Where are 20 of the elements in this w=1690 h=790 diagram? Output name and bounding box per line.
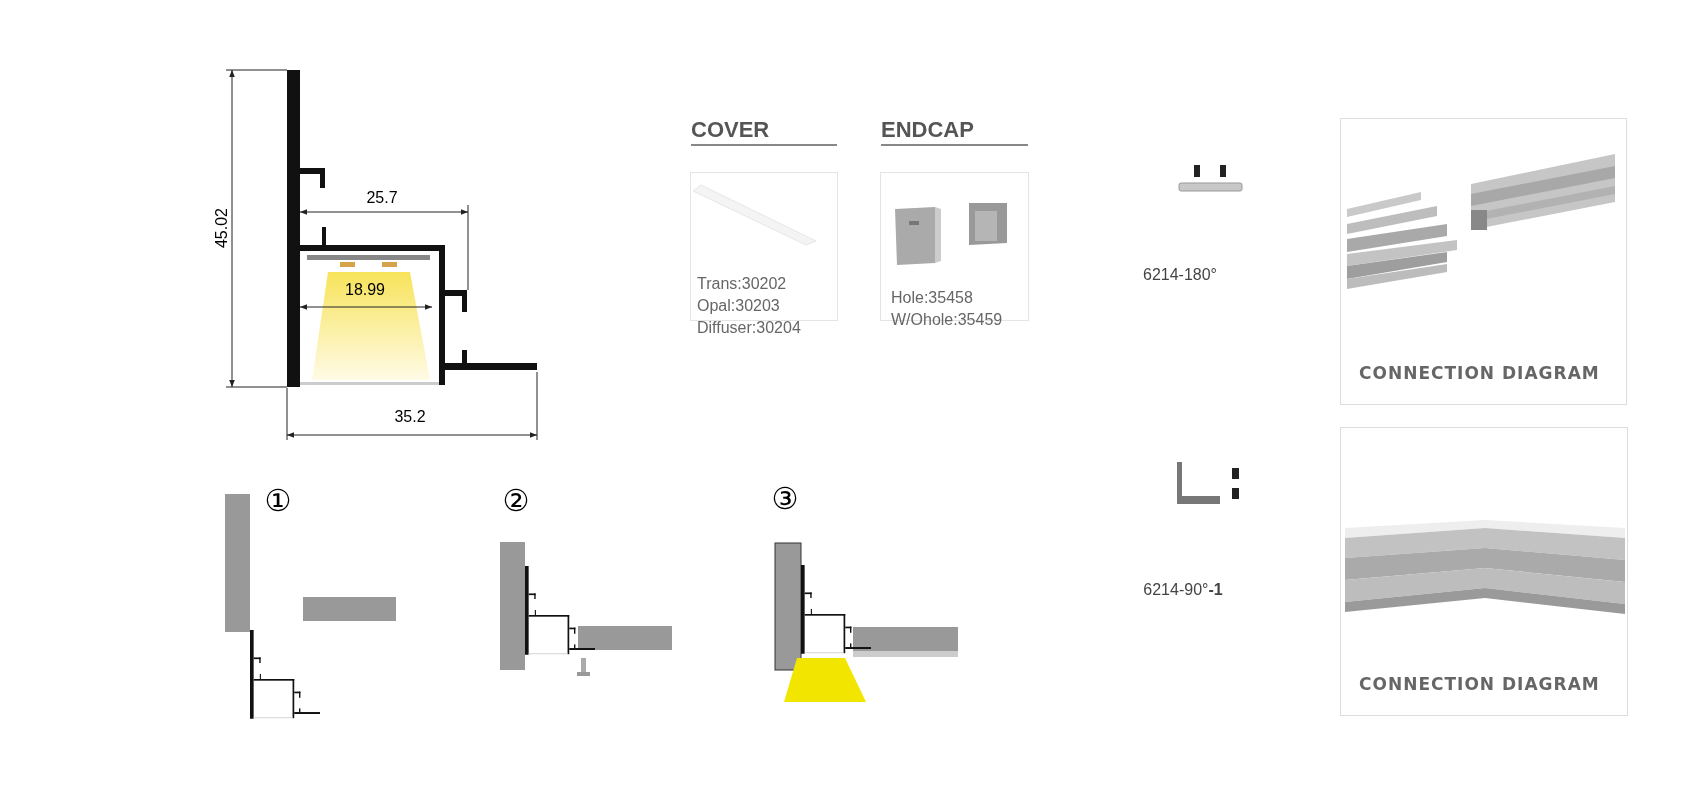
section-heading: ENDCAP: [881, 117, 1028, 146]
part-number-text: Diffuser:30204: [697, 318, 801, 338]
panel-caption: CONNECTION DIAGRAM: [1359, 672, 1600, 696]
part-number-text: Trans:30202: [697, 274, 788, 294]
diagram-panel: [1340, 427, 1628, 716]
dimension-label: 18.99: [345, 282, 385, 298]
step-number: ①: [264, 486, 292, 516]
part-code-label: 6214-180°: [1143, 267, 1217, 283]
part-code-label: 6214-90°-1: [1143, 582, 1223, 598]
part-number-text: W/Ohole:35459: [891, 310, 1003, 330]
part-number-text: Opal:30203: [697, 296, 781, 316]
part-number-text: Hole:35458: [891, 288, 974, 308]
panel-caption: CONNECTION DIAGRAM: [1359, 361, 1600, 385]
step-number: ②: [502, 486, 530, 516]
diagram-panel: [1340, 118, 1627, 405]
dimension-label: 45.02: [214, 208, 230, 248]
dimension-label: 35.2: [394, 409, 426, 425]
section-heading: COVER: [691, 117, 837, 146]
step-number: ③: [771, 484, 799, 514]
dimension-label: 25.7: [366, 190, 398, 206]
